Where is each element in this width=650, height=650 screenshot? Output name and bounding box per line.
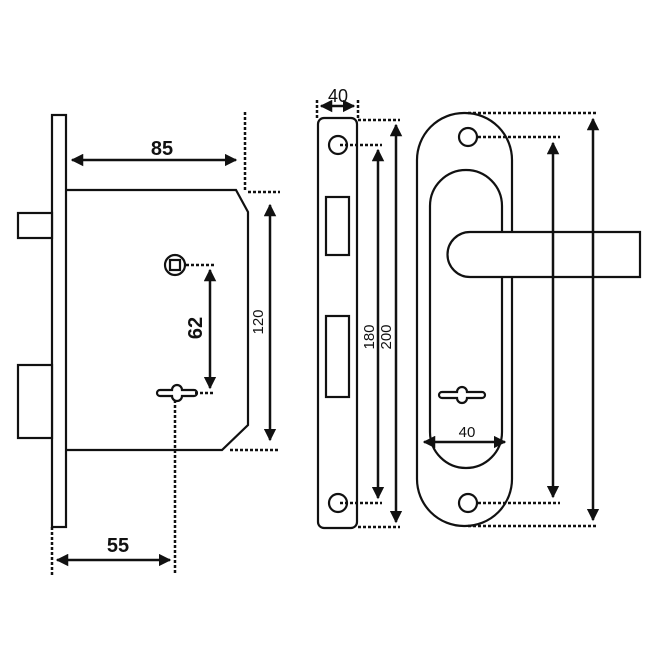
dimension-label-55: 55 xyxy=(107,535,129,557)
escutcheon-inner-plate xyxy=(428,168,504,470)
handle-escutcheon: 40 xyxy=(415,111,642,528)
bolt-slot xyxy=(324,314,351,399)
dead-bolt xyxy=(16,363,54,440)
strike-plate-outline xyxy=(316,116,359,530)
lock-faceplate xyxy=(50,113,68,529)
latch-slot xyxy=(324,195,351,257)
lever-handle xyxy=(446,230,642,279)
dimension-label-180: 180 xyxy=(361,324,378,349)
keyhole-icon xyxy=(437,385,487,405)
escutcheon-outline xyxy=(415,111,514,528)
dimension-label-40-escutcheon: 40 xyxy=(459,424,476,441)
strike-plate: 40 180 200 xyxy=(315,86,403,530)
latch-bolt xyxy=(16,211,54,240)
dimension-label-62: 62 xyxy=(185,317,207,339)
lock-body: 85 62 120 55 xyxy=(16,112,280,575)
dimension-label-120: 120 xyxy=(250,309,267,334)
dimension-label-85: 85 xyxy=(151,138,173,160)
lock-case xyxy=(66,188,250,452)
spindle-square xyxy=(168,258,182,272)
screw-hole xyxy=(457,492,479,514)
keyhole-icon xyxy=(155,383,199,403)
cylinder-spindle-icon xyxy=(163,253,187,277)
screw-hole xyxy=(457,126,479,148)
dimension-label-40-strike: 40 xyxy=(328,86,348,106)
dimension-label-200: 200 xyxy=(378,324,395,349)
